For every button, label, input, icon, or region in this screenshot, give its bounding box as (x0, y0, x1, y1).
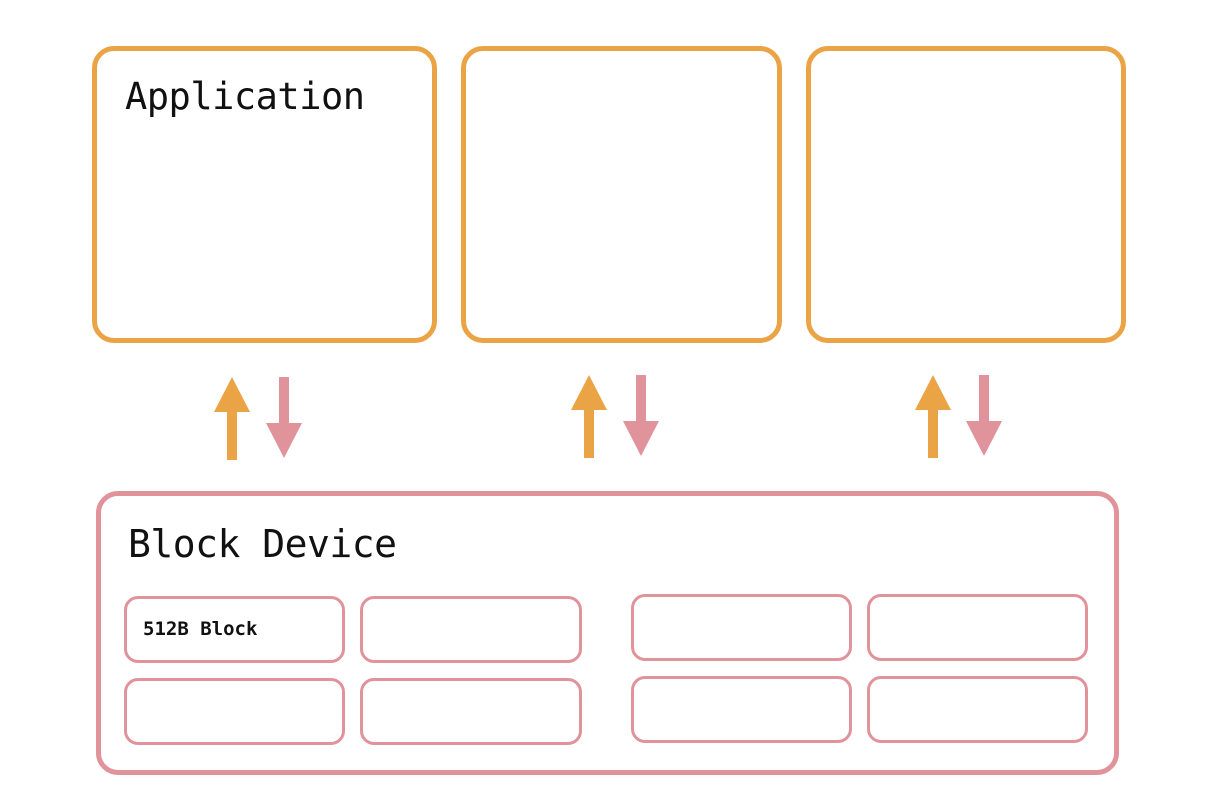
block-7 (631, 676, 852, 743)
block-1: 512B Block (124, 596, 345, 663)
up-arrow-head (915, 375, 951, 410)
arrow-pair-3 (915, 375, 1002, 458)
down-arrow-head (623, 421, 659, 456)
arrow-pair-2 (571, 375, 659, 458)
block-label: 512B Block (143, 618, 258, 640)
application-box-3 (806, 46, 1126, 343)
block-4 (867, 594, 1088, 661)
block-8 (867, 676, 1088, 743)
block-3 (631, 594, 852, 661)
down-arrow-head (266, 423, 302, 458)
block-5 (124, 678, 345, 745)
block-2 (360, 596, 582, 663)
down-arrow-head (966, 421, 1002, 456)
application-box-2 (461, 46, 782, 343)
block-device-label: Block Device (128, 522, 397, 566)
application-label: Application (125, 75, 365, 118)
arrow-pair-1 (214, 377, 302, 460)
block-6 (360, 678, 582, 745)
application-box-1: Application (92, 46, 437, 343)
up-arrow-head (571, 375, 607, 410)
up-arrow-head (214, 377, 250, 412)
